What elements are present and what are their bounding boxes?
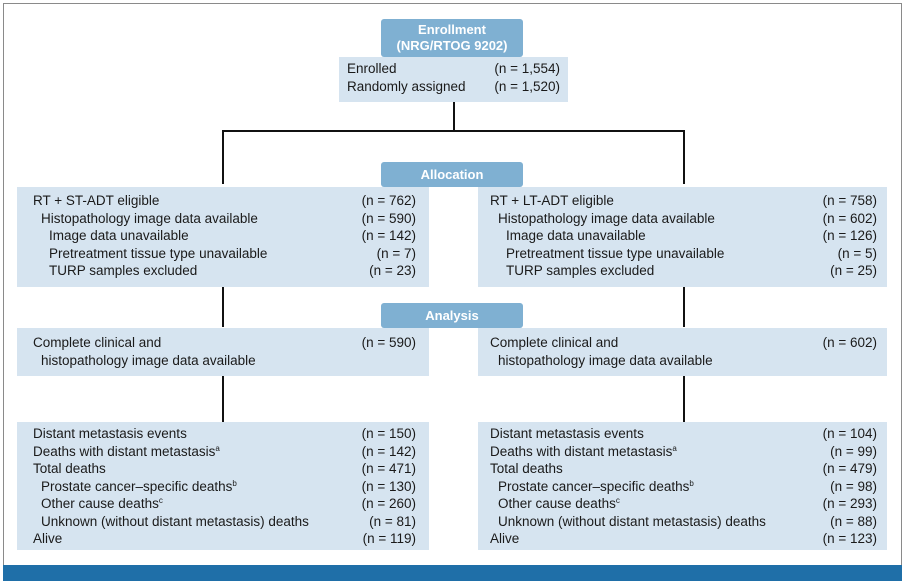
list-item: histopathology image data available	[41, 352, 256, 368]
enrollment-label: Enrollment (NRG/RTOG 9202)	[381, 19, 523, 57]
list-item: Deaths with distant metastasisa (n = 99)	[490, 443, 877, 461]
list-item: Image data unavailable(n = 126)	[506, 228, 877, 243]
list-item: Other cause deathsc (n = 260)	[33, 495, 416, 513]
outcome-label: Other cause deathsc	[41, 496, 163, 511]
list-item: Unknown (without distant metastasis) dea…	[490, 513, 877, 531]
outcome-value: (n = 123)	[822, 531, 877, 546]
outcome-label: Deaths with distant metastasisa	[33, 443, 220, 459]
enrolled-value: (n = 1,554)	[494, 61, 560, 76]
outcome-label: Other cause deathsc	[498, 496, 620, 511]
analysis-right-panel: Complete clinical and(n = 602) histopath…	[478, 328, 887, 376]
enrolled-label: Enrolled	[347, 61, 397, 76]
enrollment-subtitle: (NRG/RTOG 9202)	[396, 38, 508, 53]
footnote-marker: a	[672, 443, 677, 453]
outcome-label: Unknown (without distant metastasis) dea…	[498, 513, 766, 529]
list-item: TURP samples excluded(n = 25)	[506, 263, 877, 278]
list-item: RT + LT-ADT eligible(n = 758)	[490, 193, 877, 208]
enrollment-panel: Enrolled (n = 1,554) Randomly assigned (…	[339, 57, 568, 102]
footnote-marker: a	[215, 443, 220, 453]
allocation-right-panel: RT + LT-ADT eligible(n = 758) Histopatho…	[478, 187, 887, 287]
randomized-label: Randomly assigned	[347, 78, 466, 94]
list-item: Total deaths (n = 471)	[33, 460, 416, 478]
footnote-marker: b	[232, 478, 237, 488]
analysis-title: Analysis	[425, 307, 479, 323]
allocation-title: Allocation	[420, 166, 484, 182]
outcome-value: (n = 479)	[822, 461, 877, 476]
list-item: Prostate cancer–specific deathsb (n = 130…	[33, 478, 416, 496]
list-item: Histopathology image data available(n = …	[41, 210, 416, 226]
connector-enrollment-down	[453, 102, 455, 132]
connector-right-analysis-to-outcomes	[683, 376, 685, 422]
outcome-value: (n = 471)	[361, 461, 416, 476]
list-item: histopathology image data available	[498, 352, 713, 368]
outcome-label: Unknown (without distant metastasis) dea…	[41, 513, 309, 529]
list-item: Pretreatment tissue type unavailable(n =…	[49, 245, 416, 261]
outcome-value: (n = 293)	[822, 496, 877, 511]
outcome-label: Total deaths	[490, 461, 563, 476]
outcome-label: Distant metastasis events	[490, 426, 644, 441]
outcome-value: (n = 99)	[830, 443, 877, 459]
outcome-value: (n = 130)	[361, 478, 416, 494]
enrollment-title: Enrollment	[418, 22, 486, 37]
analysis-left-panel: Complete clinical and(n = 590) histopath…	[17, 328, 429, 376]
list-item: Alive (n = 119)	[33, 530, 416, 548]
list-item: RT + ST-ADT eligible(n = 762)	[33, 193, 416, 208]
connector-left-analysis-to-outcomes	[222, 376, 224, 422]
outcome-value: (n = 142)	[361, 443, 416, 459]
list-item: Complete clinical and(n = 602)	[490, 335, 877, 350]
outcome-label: Alive	[33, 531, 63, 546]
outcome-label: Prostate cancer–specific deathsb	[498, 478, 694, 494]
outcome-value: (n = 81)	[369, 513, 416, 529]
list-item: Other cause deathsc (n = 293)	[490, 495, 877, 513]
outcome-label: Total deaths	[33, 461, 106, 476]
outcome-value: (n = 98)	[830, 478, 877, 494]
connector-left-allocation-to-analysis	[222, 287, 224, 327]
footnote-marker: c	[615, 496, 620, 505]
randomized-value: (n = 1,520)	[494, 78, 560, 94]
list-item: Alive (n = 123)	[490, 530, 877, 548]
outcome-value: (n = 88)	[830, 513, 877, 529]
outcomes-left-panel: Distant metastasis events (n = 150) Deaths…	[17, 422, 429, 550]
footnote-marker: b	[689, 478, 694, 488]
footer-bar	[3, 565, 902, 581]
list-item: Image data unavailable(n = 142)	[49, 228, 416, 243]
list-item: Distant metastasis events (n = 104)	[490, 425, 877, 443]
list-item: Pretreatment tissue type unavailable(n =…	[506, 245, 877, 261]
outcome-value: (n = 150)	[361, 426, 416, 441]
list-item: Complete clinical and(n = 590)	[33, 335, 416, 350]
allocation-label: Allocation	[381, 162, 523, 187]
list-item: Prostate cancer–specific deathsb (n = 98)	[490, 478, 877, 496]
connector-horizontal-split	[222, 130, 685, 132]
list-item: Deaths with distant metastasisa (n = 142)	[33, 443, 416, 461]
outcomes-right-panel: Distant metastasis events (n = 104) Deaths…	[478, 422, 887, 550]
connector-right-to-allocation	[683, 130, 685, 184]
outcome-label: Prostate cancer–specific deathsb	[41, 478, 237, 494]
list-item: Total deaths (n = 479)	[490, 460, 877, 478]
connector-right-allocation-to-analysis	[683, 287, 685, 327]
outcome-label: Distant metastasis events	[33, 426, 187, 441]
list-item: Histopathology image data available(n = …	[498, 210, 877, 226]
outcome-value: (n = 260)	[361, 496, 416, 511]
enrollment-row: Enrolled (n = 1,554)	[347, 60, 560, 78]
analysis-label: Analysis	[381, 303, 523, 328]
outcome-value: (n = 119)	[362, 531, 416, 546]
enrollment-row: Randomly assigned (n = 1,520)	[347, 78, 560, 96]
footnote-marker: c	[158, 496, 163, 505]
connector-left-to-allocation	[222, 130, 224, 184]
allocation-left-panel: RT + ST-ADT eligible(n = 762) Histopatho…	[17, 187, 429, 287]
list-item: TURP samples excluded(n = 23)	[49, 263, 416, 278]
list-item: Distant metastasis events (n = 150)	[33, 425, 416, 443]
list-item: Unknown (without distant metastasis) dea…	[33, 513, 416, 531]
outcome-label: Alive	[490, 531, 520, 546]
outcome-value: (n = 104)	[822, 426, 877, 441]
outcome-label: Deaths with distant metastasisa	[490, 443, 677, 459]
